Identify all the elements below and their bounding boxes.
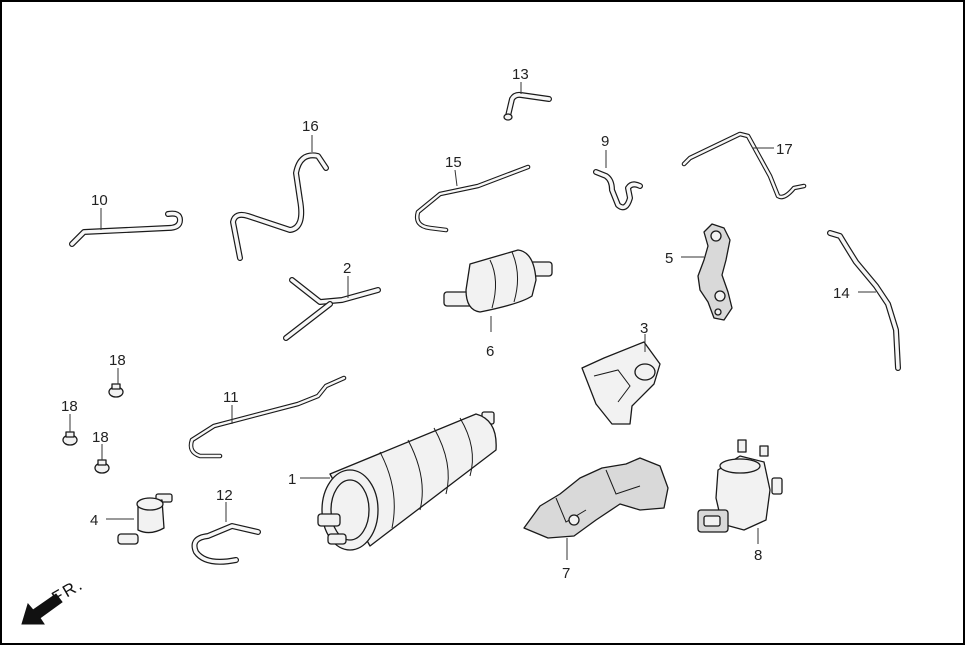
callout-18a: 18 xyxy=(109,352,126,369)
callout-13: 13 xyxy=(512,66,529,83)
part-7-bracket xyxy=(523,457,669,560)
part-1-canister xyxy=(300,411,497,551)
part-2-t-pipe xyxy=(283,276,381,341)
callout-18b: 18 xyxy=(61,398,78,415)
callout-2: 2 xyxy=(343,260,351,277)
part-17-pipe xyxy=(681,131,807,200)
callout-4: 4 xyxy=(90,512,98,529)
part-15-hose xyxy=(414,164,531,233)
callout-8: 8 xyxy=(754,547,762,564)
callout-5: 5 xyxy=(665,250,673,267)
callout-16: 16 xyxy=(302,118,319,135)
part-13-elbow-hose xyxy=(503,82,552,121)
part-16-hose xyxy=(230,135,329,261)
callout-11: 11 xyxy=(223,389,239,406)
callout-17: 17 xyxy=(776,141,793,158)
part-18-clamp-a xyxy=(108,368,124,398)
callout-10: 10 xyxy=(91,192,108,209)
part-18-clamp-c xyxy=(94,444,110,474)
front-arrow-icon xyxy=(21,593,63,625)
part-18-clamp-b xyxy=(62,414,78,446)
part-6-filter xyxy=(443,249,553,332)
part-14-pipe xyxy=(827,230,901,371)
callout-15: 15 xyxy=(445,154,462,171)
callout-14: 14 xyxy=(833,285,850,302)
part-5-bracket xyxy=(681,223,733,321)
callout-labels: 1 2 3 4 5 6 7 8 9 10 11 12 13 14 15 16 1… xyxy=(61,66,850,582)
callout-9: 9 xyxy=(601,133,609,150)
part-12-hose xyxy=(191,502,261,565)
part-10-hose xyxy=(69,208,183,247)
part-8-solenoid xyxy=(697,439,783,544)
callout-6: 6 xyxy=(486,343,494,360)
part-4-valve xyxy=(106,493,173,545)
part-9-hose xyxy=(593,150,643,211)
part-3-shroud xyxy=(581,334,661,425)
callout-12: 12 xyxy=(216,487,233,504)
callout-7: 7 xyxy=(562,565,570,582)
callout-18c: 18 xyxy=(92,429,109,446)
callout-3: 3 xyxy=(640,320,648,337)
callout-1: 1 xyxy=(288,471,296,488)
part-11-hose xyxy=(188,375,347,459)
